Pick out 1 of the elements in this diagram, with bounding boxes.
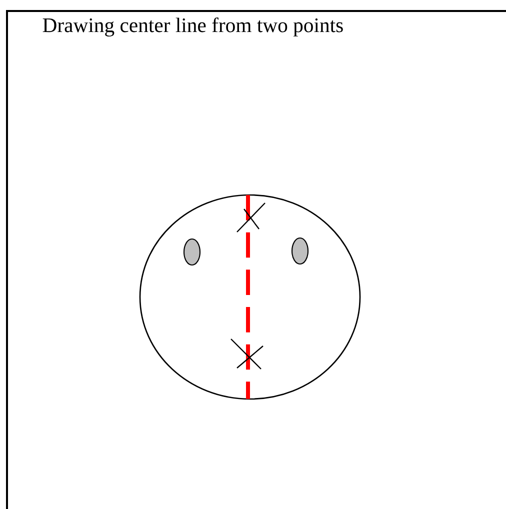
- title: Drawing center line from two points: [42, 18, 343, 36]
